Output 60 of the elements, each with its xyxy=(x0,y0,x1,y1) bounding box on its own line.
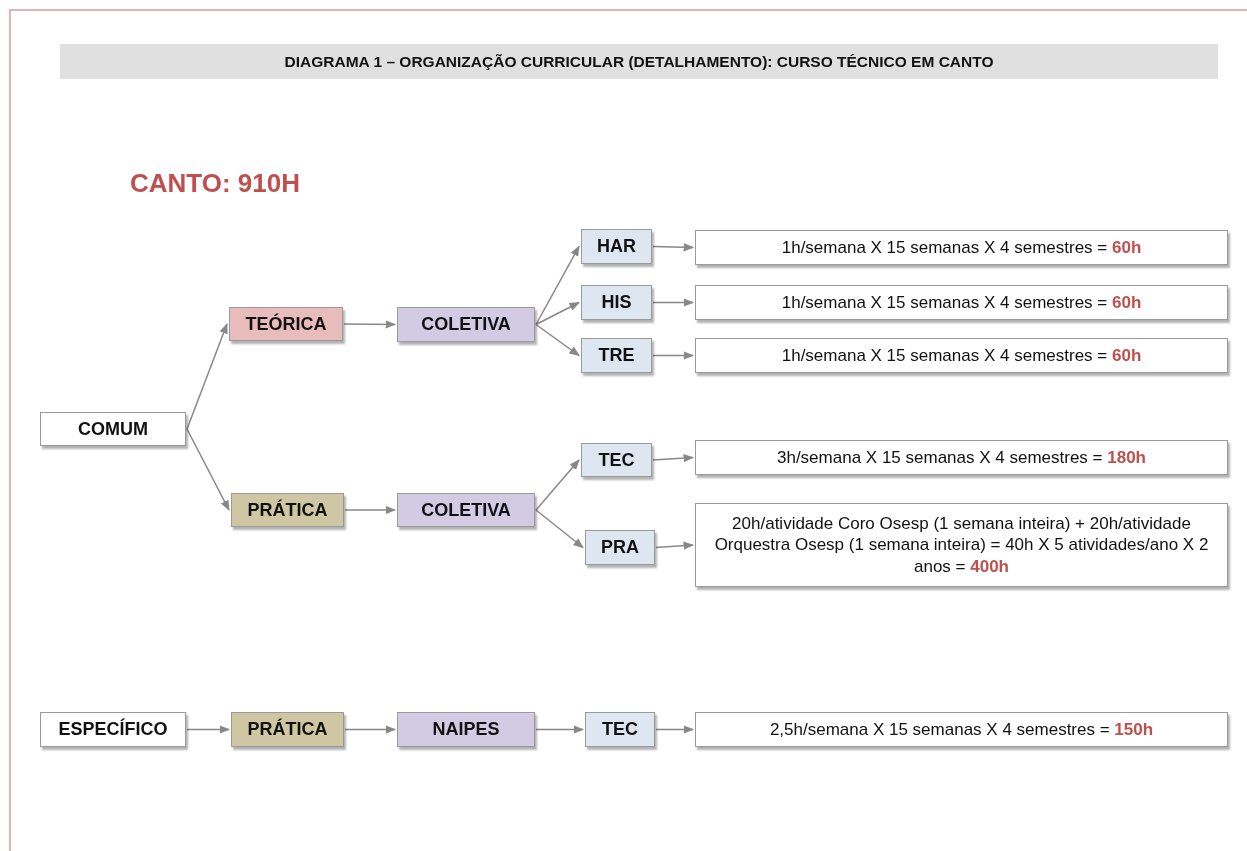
arrow xyxy=(652,351,695,360)
hours-formula: 20h/atividade Coro Osesp (1 semana inteira) + 20h/atividade Orquestra Osesp (1 semana inteira) = 40h X 5 atividades/ano X 2 anos = 400h xyxy=(713,513,1210,577)
arrow xyxy=(535,725,585,734)
arrow xyxy=(344,725,397,734)
arrow xyxy=(343,320,397,329)
arrow xyxy=(186,725,231,734)
title: DIAGRAMA 1 – ORGANIZAÇÃO CURRICULAR (DETALHAMENTO): CURSO TÉCNICO EM CANTO xyxy=(284,52,994,71)
category-box xyxy=(40,412,186,446)
category-box xyxy=(397,712,535,747)
category-label: PRÁTICA xyxy=(247,719,328,740)
category-label: PRÁTICA xyxy=(247,499,328,521)
category-box xyxy=(585,712,655,747)
hours-formula: 3h/semana X 15 semanas X 4 semestres = 180h xyxy=(777,446,1146,469)
category-box xyxy=(40,712,186,747)
arrow xyxy=(535,459,580,511)
category-label: HIS xyxy=(601,292,632,313)
arrow xyxy=(652,243,695,252)
arrow xyxy=(652,453,695,463)
category-label: TEC xyxy=(598,449,635,471)
category-box xyxy=(581,338,652,373)
arrow xyxy=(655,725,695,734)
category-box xyxy=(397,493,535,527)
arrow xyxy=(186,428,230,511)
category-label: ESPECÍFICO xyxy=(58,719,168,740)
category-label: COMUM xyxy=(78,418,148,440)
category-label: PRA xyxy=(601,537,639,558)
hours-formula: 1h/semana X 15 semanas X 4 semestres = 60h xyxy=(781,344,1142,367)
hours-box xyxy=(695,712,1228,747)
hours-formula: 2,5h/semana X 15 semanas X 4 semestres = 150h xyxy=(769,718,1154,741)
category-label: COLETIVA xyxy=(421,314,511,335)
category-label: TEC xyxy=(602,719,638,740)
category-box xyxy=(581,443,652,477)
hours-box xyxy=(695,285,1228,320)
category-label: HAR xyxy=(597,236,636,257)
category-box xyxy=(581,229,652,264)
arrow xyxy=(186,323,228,430)
hours-box xyxy=(695,503,1228,587)
category-box xyxy=(231,712,344,747)
category-box xyxy=(229,307,343,341)
category-box xyxy=(581,285,652,320)
category-label: TRE xyxy=(598,345,635,366)
arrow xyxy=(535,509,584,549)
category-label: COLETIVA xyxy=(421,499,511,521)
category-box xyxy=(231,493,344,527)
category-label: TEÓRICA xyxy=(245,313,327,335)
arrow xyxy=(652,298,695,307)
total-hours-label: CANTO: 910H xyxy=(130,168,300,199)
arrow xyxy=(535,301,580,326)
arrow xyxy=(535,323,580,357)
hours-formula: 1h/semana X 15 semanas X 4 semestres = 60h xyxy=(781,291,1142,314)
hours-formula: 1h/semana X 15 semanas X 4 semestres = 60h xyxy=(781,236,1142,259)
category-label: NAIPES xyxy=(432,719,500,740)
arrow xyxy=(535,245,580,326)
category-box xyxy=(397,307,535,342)
hours-box xyxy=(695,338,1228,373)
category-box xyxy=(585,530,655,565)
hours-box xyxy=(695,440,1228,475)
arrow xyxy=(344,505,397,515)
arrow xyxy=(655,541,695,550)
hours-box xyxy=(695,230,1228,265)
